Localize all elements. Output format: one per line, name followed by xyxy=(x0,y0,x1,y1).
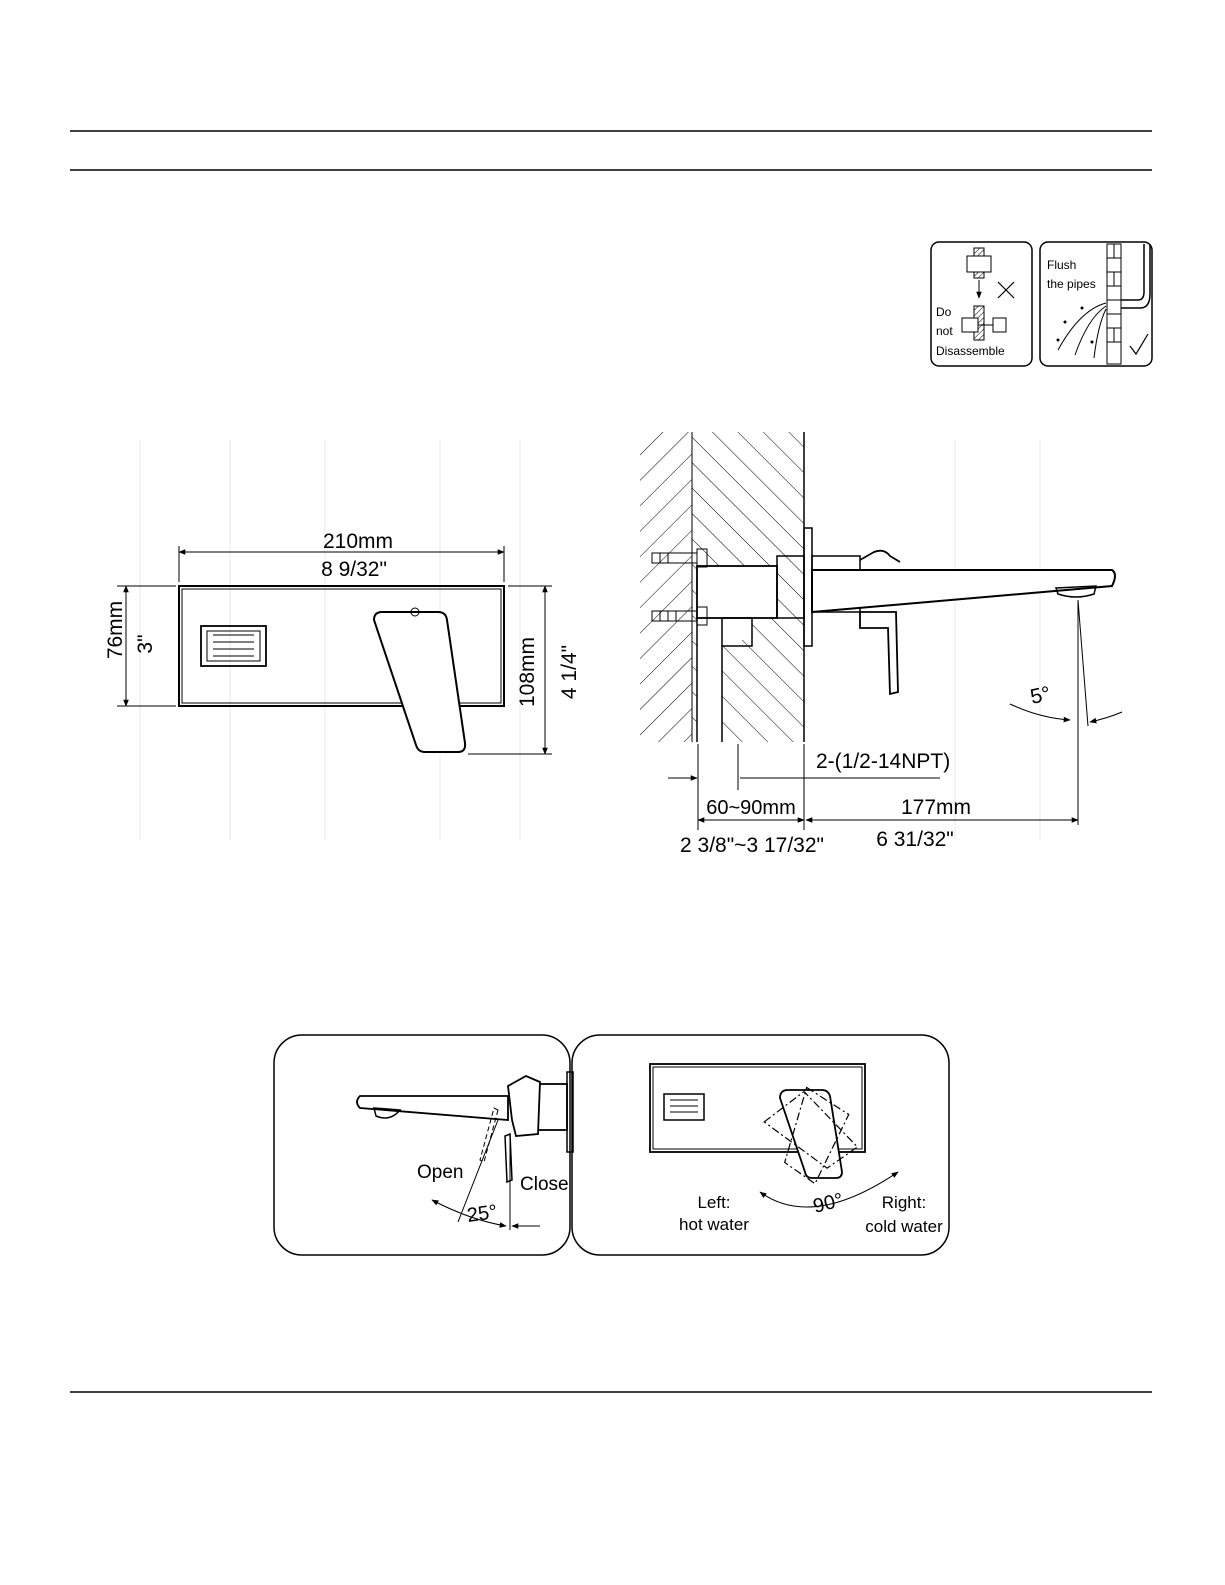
cross-icon xyxy=(998,282,1014,298)
spout xyxy=(812,570,1115,612)
brick-wall-icon xyxy=(1107,244,1121,364)
note-text-the-pipes: the pipes xyxy=(1047,277,1096,291)
front-view-drawing xyxy=(117,440,552,840)
open-label: Open xyxy=(417,1162,463,1183)
hot-water-label: hot water xyxy=(679,1215,749,1234)
do-not-disassemble-note: Do not Disassemble xyxy=(931,242,1032,366)
thread-spec: 2-(1/2-14NPT) xyxy=(816,750,950,773)
left-label: Left: xyxy=(697,1193,730,1212)
front-width-mm: 210mm xyxy=(323,530,393,553)
lever-angle: 25° xyxy=(466,1201,499,1227)
check-icon xyxy=(1130,334,1148,354)
depth-mm: 60~90mm xyxy=(706,797,796,819)
lever-handle xyxy=(374,612,465,752)
note-text-do: Do xyxy=(936,305,952,319)
note-text-not: not xyxy=(936,324,953,338)
spout-outlet xyxy=(201,626,266,666)
note-text-flush: Flush xyxy=(1047,258,1076,272)
flush-pipes-note: Flush the pipes xyxy=(1040,242,1152,366)
cold-water-label: cold water xyxy=(865,1217,943,1236)
spout-angle: 5° xyxy=(1028,682,1052,709)
close-label: Close xyxy=(520,1174,569,1195)
open-close-panel xyxy=(274,1035,573,1255)
reach-in: 6 31/32" xyxy=(876,828,954,851)
right-label: Right: xyxy=(882,1193,926,1212)
wall-section-outer xyxy=(640,432,692,742)
front-height-in: 3" xyxy=(134,634,157,653)
depth-in: 2 3/8"~3 17/32" xyxy=(680,834,824,857)
note-text-disassemble: Disassemble xyxy=(936,344,1005,358)
side-view-drawing xyxy=(640,432,1122,840)
front-width-in: 8 9/32" xyxy=(321,558,387,581)
rotation-angle: 90° xyxy=(811,1189,846,1218)
front-total-height-mm: 108mm xyxy=(516,637,539,707)
reach-mm: 177mm xyxy=(901,796,971,819)
front-total-height-in: 4 1/4" xyxy=(558,645,581,699)
front-height-mm: 76mm xyxy=(104,601,127,659)
